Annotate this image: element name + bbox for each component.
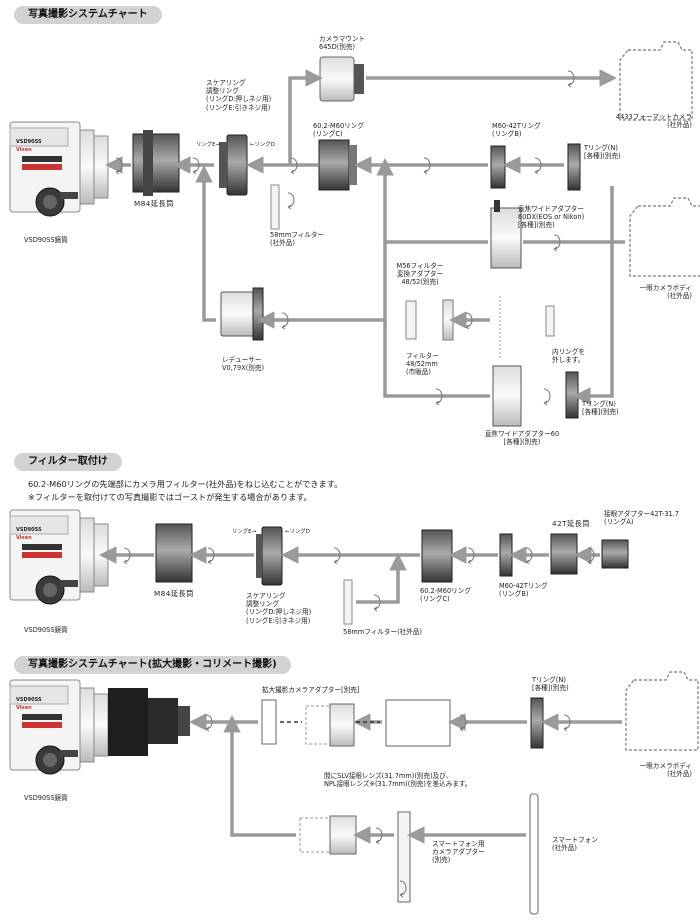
label-ring-d-s2: ←リングD (285, 529, 310, 535)
label-camera-4433: 4433フォーマットカメラ(社外品) (615, 113, 692, 130)
section-header-filter: フィルター取付け (14, 453, 122, 471)
label-t-ring-s3: Tリング(N)[各種](別売) (532, 676, 569, 693)
label-t-ring2-s1: Tリング(N)[各種](別売) (582, 400, 619, 417)
label-42t-ext: 42T延長筒 (552, 519, 591, 528)
label-squaring-ring-s1: スケアリング調整リング (リングD:押しネジ用)(リングE:引きネジ用) (206, 79, 272, 112)
label-squaring-ring-s2: スケアリング調整リング (リングD:押しネジ用)(リングE:引きネジ用) (246, 592, 312, 625)
label-ring-b-s1: M60-42Tリング(リングB) (492, 122, 541, 139)
label-ring-c-s1: 60.2-M60リング(リングC) (313, 122, 364, 139)
label-m84-s1: M84延長筒 (134, 199, 174, 208)
label-ring-e-s2: リングE→ (232, 529, 257, 535)
label-smartphone-adapter: スマートフォン用カメラアダプター(別売) (432, 840, 485, 865)
label-eyepiece-adapter: 接眼アダプター42T-31.7(リングA) (604, 510, 680, 527)
label-t-ring-s1: Tリング(N)[各種](別売) (584, 144, 621, 161)
label-ring-c-s2: 60.2-M60リング(リングC) (420, 587, 471, 604)
label-m84-s2: M84延長筒 (154, 589, 194, 598)
label-ring-e-s1: リングE→ (196, 142, 221, 148)
section-3-drawing (9, 671, 699, 915)
label-filter58-s2: 58mmフィルター(社外品) (343, 628, 422, 636)
label-smartphone: スマートフォン(社外品) (552, 836, 598, 853)
label-filter58-s1: 58mmフィルター(社外品) (270, 231, 325, 248)
label-magnify-adapter: 拡大撮影カメラアダプター[別売] (262, 686, 360, 694)
section-header-photo-system: 写真撮影システムチャート (14, 6, 162, 24)
label-scope-s2: VSD90SS鏡筒 (24, 626, 68, 634)
section-header-magnified: 写真撮影システムチャート(拡大撮影・コリメート撮影) (14, 656, 291, 674)
label-scope-s3: VSD90SS鏡筒 (24, 794, 68, 802)
filter-note: 60.2-M60リングの先端部にカメラ用フィルター(社外品)をねじ込むことができ… (28, 479, 343, 502)
label-camera-body-s1: 一眼カメラボディ(社外品) (639, 284, 692, 301)
section-1-drawing (9, 41, 700, 427)
label-wide-adapter-60: 直焦ワイドアダプター60[各種](別売) (484, 430, 560, 447)
label-lens-note: 間にSLV接眼レンズ(31.7mm)(別売)及び、NPL接眼レンズ※(31.7m… (324, 772, 472, 789)
section-2-drawing (9, 509, 629, 625)
label-scope-s1: VSD90SS鏡筒 (24, 236, 68, 244)
label-ring-b-s2: M60-42Tリング(リングB) (499, 582, 548, 599)
label-inner-ring: 内リングを外します。 (552, 348, 585, 365)
label-camera-body-s3: 一眼カメラボディ(社外品) (639, 762, 692, 779)
label-ring-d-s1: ←リングD (250, 142, 275, 148)
